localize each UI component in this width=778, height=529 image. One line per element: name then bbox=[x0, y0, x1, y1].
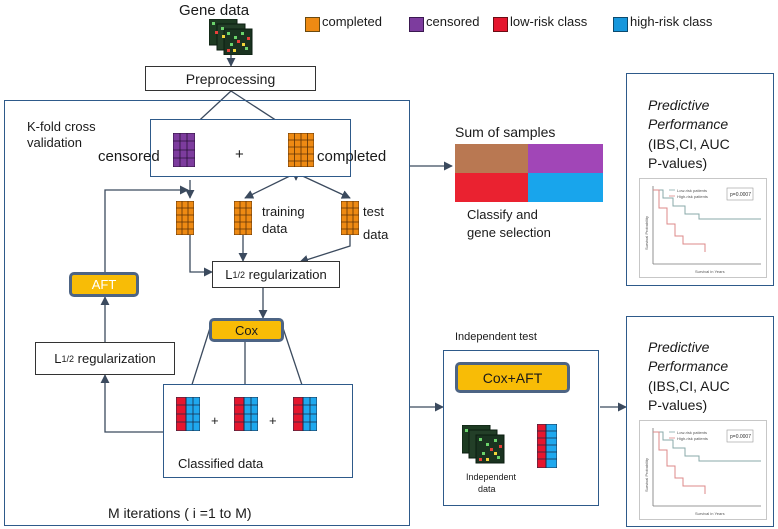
predictive-title-line2: Performance bbox=[648, 116, 729, 132]
predictive-performance-panel-top: Predictive Performance (IBS,CI, AUC P-va… bbox=[626, 73, 774, 286]
training-data-label-line2: data bbox=[262, 221, 288, 236]
cox-aft-label: Cox+AFT bbox=[482, 369, 543, 386]
completed-label: completed bbox=[317, 148, 387, 165]
aft-label: AFT bbox=[91, 277, 117, 292]
metrics-line1-b: (IBS,CI, AUC bbox=[648, 378, 730, 394]
predictive-performance-panel-bottom: Predictive Performance (IBS,CI, AUC P-va… bbox=[626, 316, 774, 527]
l12-letter-left: L bbox=[54, 351, 62, 366]
kfold-label-line2: validation bbox=[27, 135, 82, 150]
plot-ylabel-top: Survival Probability bbox=[644, 216, 649, 250]
regularization-label-left: regularization bbox=[74, 351, 156, 366]
gene-data-label: Gene data bbox=[179, 2, 250, 19]
survival-curve-plot-bottom: p=0.0007 Low-risk patients High-risk pat… bbox=[639, 420, 767, 520]
test-data-label-line2: data bbox=[363, 227, 389, 242]
l12-subscript: 1/2 bbox=[232, 269, 246, 280]
cox-aft-model-badge: Cox+AFT bbox=[455, 362, 570, 393]
predictive-title-line1-b: Predictive bbox=[648, 339, 710, 355]
classify-label-line2: gene selection bbox=[467, 225, 551, 240]
classified-data-label: Classified data bbox=[178, 456, 264, 471]
predictive-title-line2-b: Performance bbox=[648, 358, 729, 374]
independent-data-label-line2: data bbox=[478, 484, 496, 494]
legend-censored-label: censored bbox=[426, 14, 480, 29]
iterations-label: M iterations ( i =1 to M) bbox=[108, 505, 252, 521]
classified-matrix-1 bbox=[176, 397, 200, 431]
censored-label: censored bbox=[98, 148, 160, 165]
plot-legend-low-bottom: Low-risk patients bbox=[677, 430, 707, 435]
low-risk-block bbox=[455, 173, 528, 202]
l12-letter: L bbox=[225, 267, 233, 282]
sum-of-samples-grid bbox=[455, 144, 603, 202]
legend-low-risk-label: low-risk class bbox=[510, 14, 588, 29]
predictive-title-line1: Predictive bbox=[648, 97, 710, 113]
training-matrix bbox=[234, 201, 252, 235]
training-data-label-line1: training bbox=[262, 204, 305, 219]
preprocessing-box: Preprocessing bbox=[145, 66, 316, 91]
kfold-label-line1: K-fold cross bbox=[27, 119, 96, 134]
survival-curve-plot-top: p=0.0007 Low-risk patients High-risk pat… bbox=[639, 178, 767, 278]
metrics-line2: P-values) bbox=[648, 155, 708, 171]
legend-censored-swatch bbox=[409, 17, 424, 32]
classified-matrix-3 bbox=[293, 397, 317, 431]
sum-of-samples-label: Sum of samples bbox=[455, 124, 556, 140]
p-value-text-top: p=0.0007 bbox=[730, 192, 751, 198]
classified-matrix-2 bbox=[234, 397, 258, 431]
completed-censored-left-block bbox=[455, 144, 528, 173]
independent-data-microarray-icon bbox=[462, 425, 505, 464]
independent-test-label: Independent test bbox=[455, 331, 537, 343]
legend-completed-swatch bbox=[305, 17, 320, 32]
legend-completed-label: completed bbox=[322, 14, 382, 29]
preprocessing-label: Preprocessing bbox=[185, 70, 276, 87]
censored-matrix bbox=[173, 133, 195, 167]
plot-legend-low-top: Low-risk patients bbox=[677, 188, 707, 193]
legend-low-risk-swatch bbox=[493, 17, 508, 32]
metrics-line2-b: P-values) bbox=[648, 397, 708, 413]
legend-high-risk-swatch bbox=[613, 17, 628, 32]
regularization-label: regularization bbox=[245, 267, 327, 282]
fold-matrix-1 bbox=[176, 201, 194, 235]
completed-matrix bbox=[288, 133, 314, 167]
independent-data-label-line1: Independent bbox=[466, 472, 517, 482]
plot-legend-high-bottom: High-risk patients bbox=[677, 436, 708, 441]
l12-subscript-left: 1/2 bbox=[61, 353, 75, 364]
legend-high-risk-label: high-risk class bbox=[630, 14, 713, 29]
iteration-container bbox=[4, 100, 410, 526]
gene-data-microarray-icon bbox=[209, 19, 253, 55]
classified-plus-2: + bbox=[269, 413, 277, 428]
censored-right-block bbox=[528, 144, 603, 173]
plus-sign: + bbox=[235, 146, 244, 163]
plot-ylabel-bottom: Survival Probability bbox=[644, 458, 649, 492]
classified-plus-1: + bbox=[211, 413, 219, 428]
metrics-line1: (IBS,CI, AUC bbox=[648, 136, 730, 152]
aft-model-badge: AFT bbox=[69, 272, 139, 297]
p-value-text-bottom: p=0.0007 bbox=[730, 434, 751, 440]
plot-xlabel-bottom: Survival in Years bbox=[695, 511, 725, 516]
high-risk-block bbox=[528, 173, 603, 202]
classify-label-line1: Classify and bbox=[467, 207, 538, 222]
plot-legend-high-top: High-risk patients bbox=[677, 194, 708, 199]
independent-classified-matrix bbox=[537, 424, 557, 468]
plot-xlabel-top: Survival in Years bbox=[695, 269, 725, 274]
test-data-label-line1: test bbox=[363, 204, 384, 219]
cox-model-badge: Cox bbox=[209, 318, 284, 342]
cox-label: Cox bbox=[234, 322, 259, 338]
test-matrix bbox=[341, 201, 359, 235]
